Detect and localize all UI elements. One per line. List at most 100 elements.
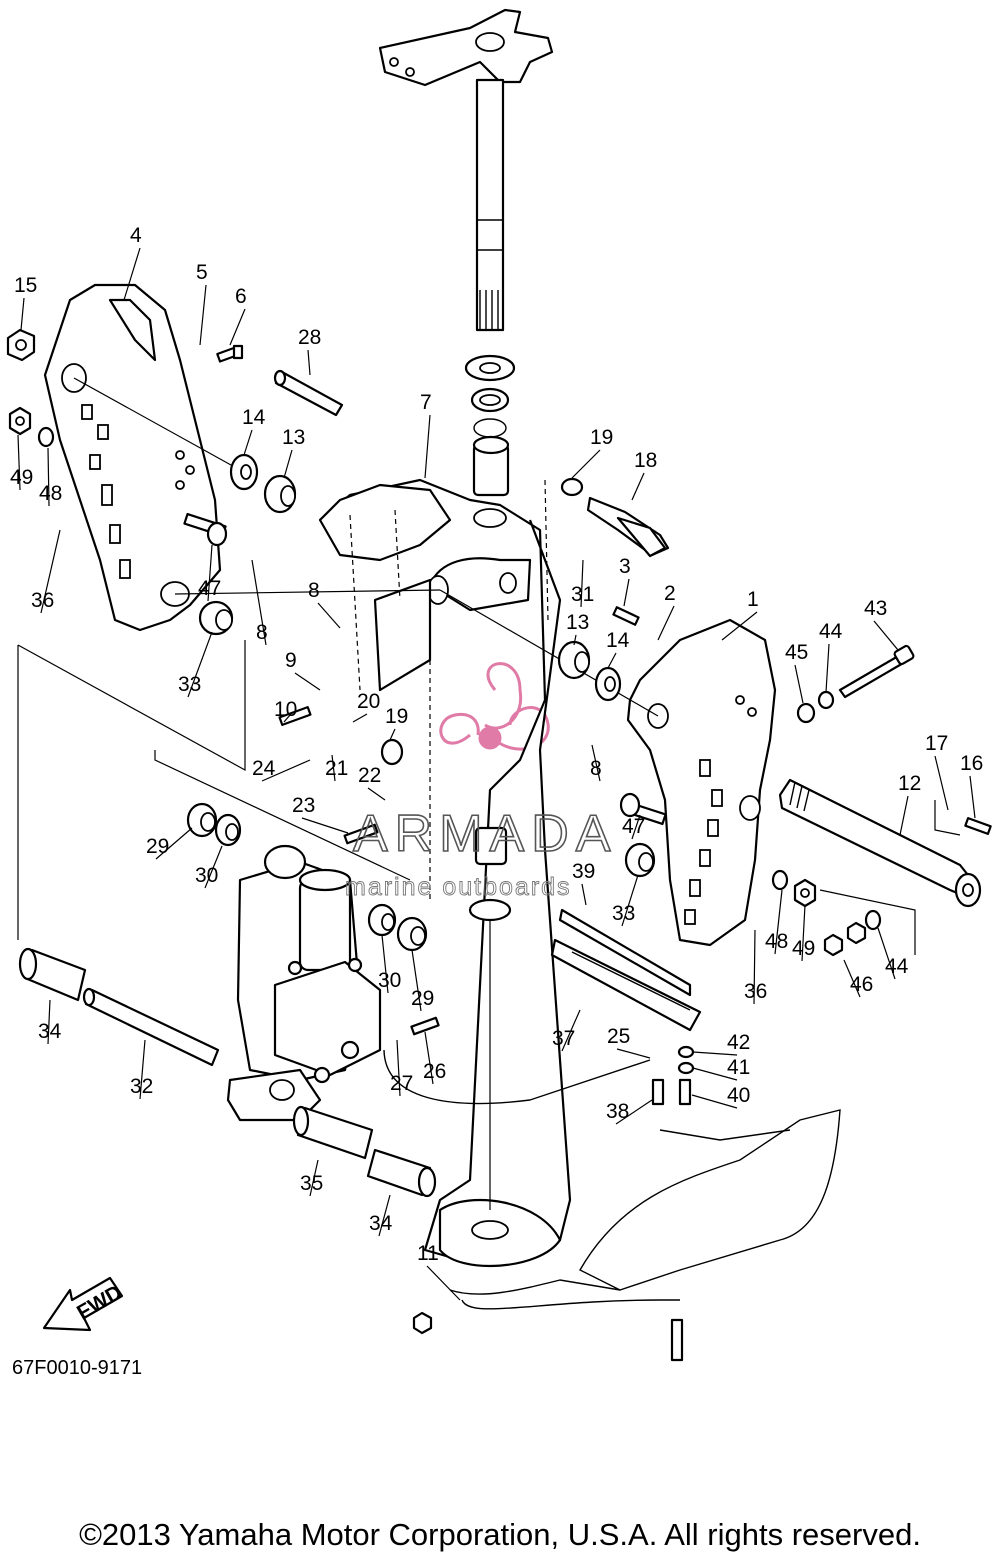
bolt-47-left <box>183 512 228 547</box>
callout-leader <box>794 664 804 704</box>
bushing-33-right <box>624 842 656 878</box>
callout-leader <box>47 999 51 1045</box>
callout-48: 48 <box>765 930 788 953</box>
bolt-6 <box>216 344 244 363</box>
callout-41: 41 <box>727 1056 750 1079</box>
bushing-29-right <box>396 916 428 952</box>
callout-leader <box>155 827 193 860</box>
callout-9: 9 <box>285 649 297 672</box>
callout-leader <box>873 620 899 651</box>
washer-14-left <box>229 453 259 491</box>
callout-leader <box>934 755 949 811</box>
callout-leader <box>631 814 641 840</box>
callout-35: 35 <box>300 1172 323 1195</box>
watermark-tagline: marine outboards <box>345 873 572 901</box>
callout-leader <box>657 605 675 641</box>
callout-leader <box>139 1039 146 1100</box>
bushing-33-left <box>198 600 234 636</box>
armada-logo-icon <box>439 662 550 751</box>
diagram-code: 67F0010-9171 <box>12 1357 142 1379</box>
callout-leader <box>621 874 639 927</box>
callout-26: 26 <box>423 1060 446 1083</box>
callout-30: 30 <box>378 969 401 992</box>
callout-40: 40 <box>727 1084 750 1107</box>
callout-leader <box>424 1031 434 1085</box>
callout-36: 36 <box>744 980 767 1003</box>
callout-leader <box>123 247 141 301</box>
callout-10: 10 <box>274 698 297 721</box>
callout-leader <box>331 754 336 782</box>
callout-19: 19 <box>590 426 613 449</box>
callout-28: 28 <box>298 326 321 349</box>
callout-34: 34 <box>38 1020 62 1043</box>
nut-49-right <box>793 878 817 908</box>
tube-32 <box>82 987 220 1067</box>
bolt-10 <box>278 706 312 726</box>
callout-leader <box>199 284 207 346</box>
nut-15 <box>6 328 36 362</box>
callout-leader <box>301 817 349 834</box>
right-clamp-bracket <box>626 618 777 947</box>
callout-leader <box>843 959 861 998</box>
callout-34: 34 <box>369 1212 393 1235</box>
callout-16: 16 <box>960 752 983 775</box>
callout-leader <box>309 1159 319 1197</box>
bolt-47-right <box>619 792 667 826</box>
callout-labels: 1234567888910111213131414151617181919202… <box>10 224 983 1301</box>
callout-3: 3 <box>619 555 631 578</box>
copyright-notice: ©2013 Yamaha Motor Corporation, U.S.A. A… <box>79 1517 921 1552</box>
callout-27: 27 <box>390 1072 413 1095</box>
nut-bottom <box>412 1311 433 1335</box>
callout-13: 13 <box>282 426 305 449</box>
callout-12: 12 <box>898 772 921 795</box>
nut-46b <box>846 921 867 945</box>
callout-8: 8 <box>590 757 602 780</box>
callout-leader <box>207 544 213 602</box>
callout-14: 14 <box>606 629 630 652</box>
callout-42: 42 <box>727 1031 750 1054</box>
callout-leader <box>571 449 601 479</box>
callout-leader <box>389 728 396 741</box>
callout-36: 36 <box>31 589 54 612</box>
steering-shaft <box>378 8 554 332</box>
callout-8: 8 <box>308 579 320 602</box>
callout-leader <box>623 578 630 607</box>
callout-5: 5 <box>196 261 208 284</box>
callout-14: 14 <box>242 406 266 429</box>
bolt-16 <box>964 817 992 835</box>
callout-33: 33 <box>178 673 201 696</box>
callout-6: 6 <box>235 285 247 308</box>
callout-leader <box>801 904 806 962</box>
callout-leader <box>294 672 321 691</box>
callout-25: 25 <box>607 1025 630 1048</box>
callout-leader <box>17 434 21 491</box>
callout-leader <box>581 883 587 906</box>
callout-leader <box>774 889 783 955</box>
washer-48-right <box>771 869 789 891</box>
plate-37 <box>550 938 702 1032</box>
callout-leader <box>591 744 601 782</box>
exploded-parts-diagram: FWD 123456788891011121313141415161718191… <box>6 8 992 1379</box>
callout-leader <box>307 349 311 376</box>
callout-22: 22 <box>358 764 381 787</box>
callout-leader <box>40 529 61 614</box>
callout-leader <box>381 934 389 994</box>
callout-leader <box>283 449 293 479</box>
callout-leader <box>424 414 431 479</box>
callout-leader <box>616 1048 651 1059</box>
bolt-40 <box>678 1078 692 1106</box>
bushing-30-right <box>367 903 397 937</box>
callout-13: 13 <box>566 611 589 634</box>
callout-leader <box>229 308 246 346</box>
tilt-tube <box>778 778 982 908</box>
washer-14-right <box>594 666 622 702</box>
bolt-19-mid <box>380 738 404 766</box>
callout-leader <box>283 714 291 723</box>
callout-37: 37 <box>552 1027 575 1050</box>
callout-17: 17 <box>925 732 948 755</box>
callout-2: 2 <box>664 582 676 605</box>
callout-leader <box>47 447 50 507</box>
callout-32: 32 <box>130 1075 153 1098</box>
nut-49-left <box>8 406 32 436</box>
